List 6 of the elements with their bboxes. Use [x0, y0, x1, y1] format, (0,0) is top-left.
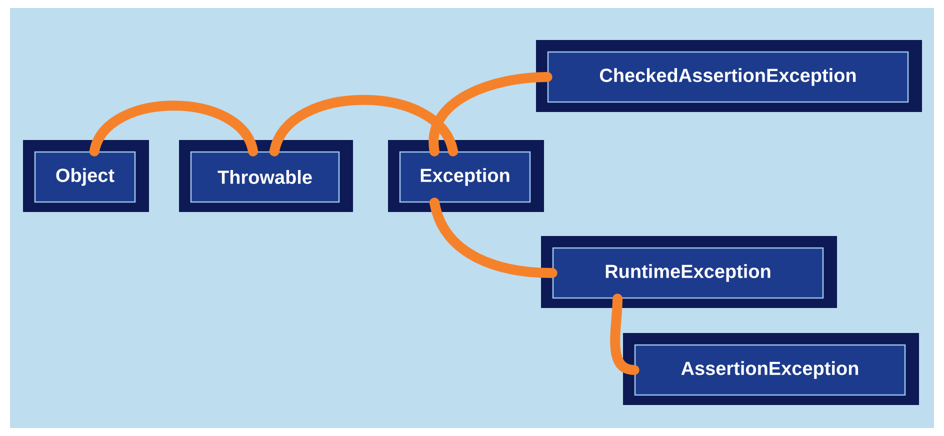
- class-box: Object: [23, 140, 149, 212]
- class-box: Throwable: [179, 140, 353, 212]
- class-box: RuntimeException: [541, 236, 837, 308]
- class-box: Exception: [388, 140, 544, 212]
- class-box: CheckedAssertionException: [536, 40, 922, 112]
- class-box: AssertionException: [623, 333, 920, 405]
